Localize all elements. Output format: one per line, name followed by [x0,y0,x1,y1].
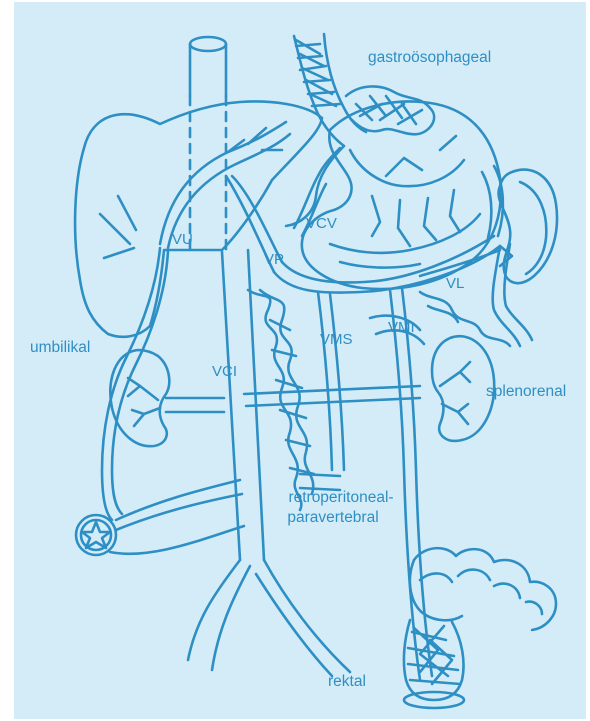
inferior-mesenteric-vein [370,288,432,680]
label-vcv: VCV [306,216,337,231]
inferior-vena-cava [188,250,350,676]
label-rectal: rektal [328,674,366,690]
label-splenorenal: splenorenal [486,384,566,400]
vena-cava-superior-stub [190,37,226,252]
label-vl: VL [446,276,464,291]
right-kidney [110,350,224,446]
label-retroperitoneal: retroperitoneal- [266,490,416,506]
star-icon [82,522,110,548]
label-umbilical: umbilikal [30,340,90,356]
label-vms: VMS [320,332,353,347]
label-paravertebral: paravertebral [258,510,408,526]
rectal-plexus [404,620,464,708]
retroperitoneal-plexus [248,290,340,510]
label-vci: VCI [212,364,237,379]
label-vu: VU [172,232,193,247]
label-gastroesophageal: gastroösophageal [368,50,491,66]
umbilicus [76,480,244,555]
left-kidney [432,336,494,441]
descending-colon [410,548,556,630]
label-vp: VP [264,252,284,267]
label-vmi: VMI [388,320,415,335]
